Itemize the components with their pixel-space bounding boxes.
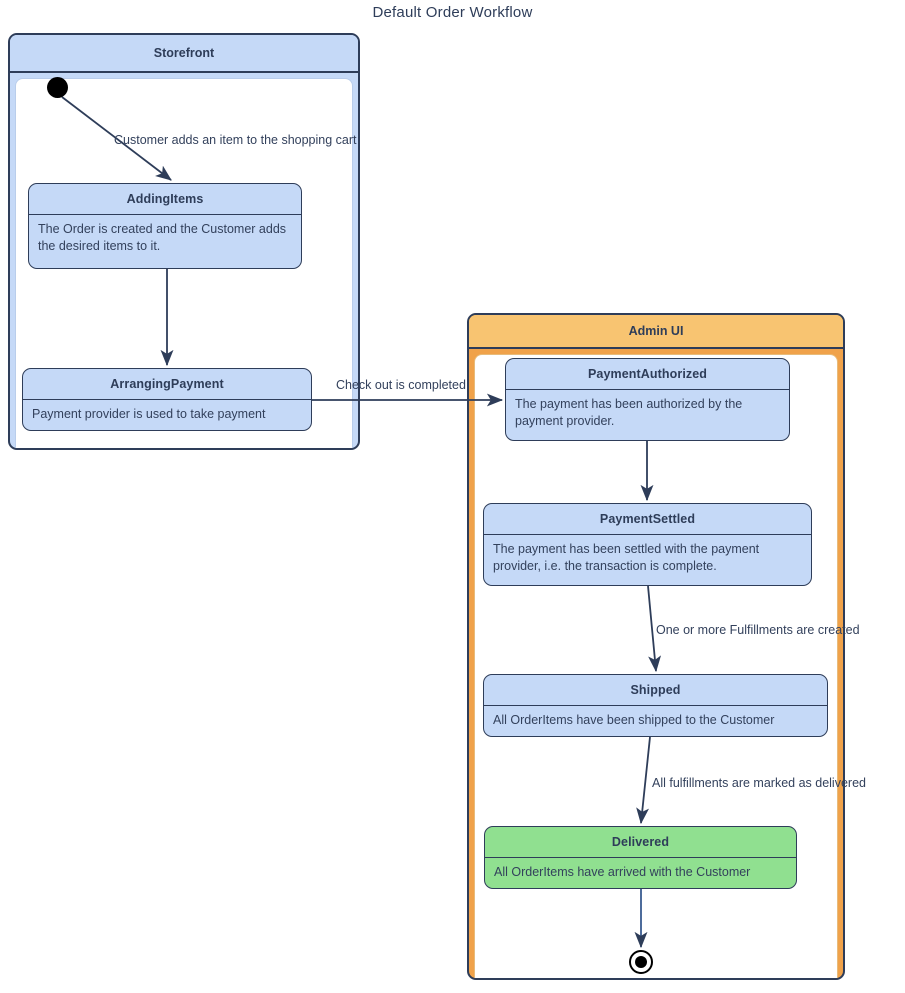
state-arrangingpayment-description: Payment provider is used to take payment [32, 407, 266, 421]
initial-state-node[interactable] [47, 77, 68, 98]
state-addingitems-description: The Order is created and the Customer ad… [38, 222, 287, 253]
state-shipped[interactable]: Shipped All OrderItems have been shipped… [483, 674, 828, 737]
edge-label-customer-adds-item: Customer adds an item to the shopping ca… [114, 133, 357, 147]
edge-shipped-to-delivered [636, 736, 651, 825]
state-arrangingpayment-title: ArrangingPayment [23, 369, 311, 400]
state-paymentsettled-title: PaymentSettled [484, 504, 811, 535]
state-paymentsettled[interactable]: PaymentSettled The payment has been sett… [483, 503, 812, 586]
state-paymentsettled-description: The payment has been settled with the pa… [493, 542, 760, 573]
state-addingitems-title: AddingItems [29, 184, 301, 215]
edge-label-marked-as-delivered: All fulfillments are marked as delivered [652, 776, 866, 790]
composite-state-storefront-title: Storefront [10, 35, 358, 73]
composite-state-adminui-title: Admin UI [469, 315, 843, 349]
edge-label-check-out-completed: Check out is completed [336, 378, 466, 392]
edge-label-fulfillments-created: One or more Fulfillments are created [656, 623, 860, 637]
state-delivered-title: Delivered [485, 827, 796, 858]
page-title: Default Order Workflow [372, 4, 533, 21]
state-delivered[interactable]: Delivered All OrderItems have arrived wi… [484, 826, 797, 889]
state-shipped-title: Shipped [484, 675, 827, 706]
state-paymentauthorized[interactable]: PaymentAuthorized The payment has been a… [505, 358, 790, 441]
state-arrangingpayment[interactable]: ArrangingPayment Payment provider is use… [22, 368, 312, 431]
edge-paymentsettled-to-shipped [647, 585, 662, 673]
final-state-node[interactable] [629, 950, 653, 974]
edge-initial-to-addingitems [61, 96, 172, 181]
state-shipped-description: All OrderItems have been shipped to the … [493, 713, 775, 727]
state-paymentauthorized-title: PaymentAuthorized [506, 359, 789, 390]
state-paymentauthorized-description: The payment has been authorized by the p… [515, 397, 743, 428]
state-delivered-description: All OrderItems have arrived with the Cus… [494, 865, 751, 879]
state-addingitems[interactable]: AddingItems The Order is created and the… [28, 183, 302, 269]
